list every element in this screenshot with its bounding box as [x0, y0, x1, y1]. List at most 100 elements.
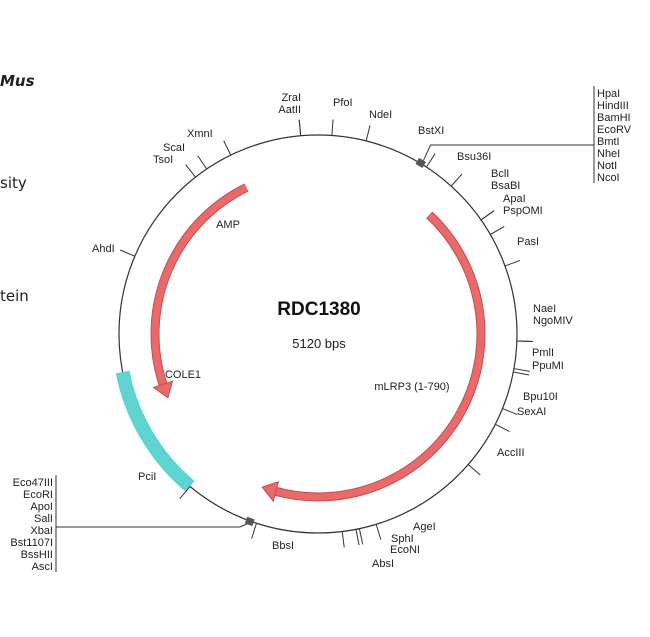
site-label: AbsI: [372, 558, 394, 570]
site-label: AatII: [278, 104, 301, 116]
site-tick: [513, 371, 530, 376]
site-tick: [355, 529, 360, 546]
site-label: AccIII: [497, 447, 525, 459]
site-label: PasI: [517, 236, 539, 248]
site-tick: [502, 408, 518, 416]
site-tick: [365, 125, 371, 142]
feature-label: AMP: [216, 219, 240, 231]
site-sexai[interactable]: SexAI: [495, 406, 546, 433]
site-label: Bsu36I: [457, 151, 491, 163]
site-label: PmlI: [532, 347, 554, 359]
mcs-site-label: NheI: [597, 148, 620, 160]
site-tick: [197, 155, 208, 170]
site-pspomi[interactable]: PspOMI: [490, 205, 543, 235]
mcs-site-label: EcoRI: [23, 489, 53, 501]
site-pasi[interactable]: PasI: [504, 236, 539, 267]
mcs-site-label: BamHI: [597, 112, 631, 124]
site-tick: [467, 464, 481, 476]
site-label: PpuMI: [532, 360, 564, 372]
mcs-site-label: ApoI: [30, 501, 53, 513]
feature-cole1[interactable]: COLE1: [115, 369, 201, 492]
site-label: AhdI: [92, 243, 115, 255]
site-label: EcoNI: [390, 544, 420, 556]
site-label: PciI: [138, 471, 156, 483]
mcs-site-label: SalI: [34, 513, 53, 525]
feature-label: mLRP3 (1-790): [374, 381, 449, 393]
feature-mlrp3[interactable]: mLRP3 (1-790): [261, 211, 486, 503]
site-label: NgoMIV: [533, 315, 573, 327]
site-tick: [450, 173, 463, 187]
site-sphi[interactable]: SphI: [358, 528, 414, 545]
site-ndei[interactable]: NdeI: [365, 109, 392, 142]
site-tsoi[interactable]: TsoI: [153, 154, 196, 178]
site-label: ScaI: [163, 142, 185, 154]
site-label: Bpu10I: [523, 391, 558, 403]
site-aatii[interactable]: AatII: [278, 104, 302, 136]
site-pfoi[interactable]: PfoI: [331, 97, 353, 136]
feature-band: [115, 370, 195, 492]
mcs-site-label: NcoI: [597, 172, 620, 184]
feature-arrow-outline: [274, 211, 486, 502]
site-bsabi[interactable]: BsaBI: [480, 180, 520, 221]
site-label: SphI: [391, 533, 414, 545]
feature-arrow-body: [151, 184, 249, 386]
site-tick: [358, 528, 364, 545]
site-xmni[interactable]: XmnI: [187, 128, 232, 156]
site-pcii[interactable]: PciI: [138, 471, 191, 500]
site-label: BclI: [491, 168, 509, 180]
mcs-site-label: HindIII: [597, 100, 629, 112]
site-bbsi[interactable]: BbsI: [251, 523, 294, 552]
site-label: ApaI: [503, 193, 526, 205]
site-ngomiv[interactable]: NgoMIV: [516, 315, 574, 343]
site-pmli[interactable]: PmlI: [513, 347, 554, 372]
mcs-cluster-left[interactable]: Eco47IIIEcoRIApoISalIXbaIBst1107IBssHIIA…: [10, 475, 255, 573]
side-text-fragment-2: tein: [0, 287, 29, 305]
site-tick: [425, 153, 436, 168]
mcs-site-label: BmtI: [597, 136, 620, 148]
site-agei[interactable]: AgeI: [375, 521, 436, 540]
site-ppumi[interactable]: PpuMI: [513, 360, 564, 376]
site-ahdi[interactable]: AhdI: [92, 243, 136, 257]
site-label: BsaBI: [491, 180, 520, 192]
site-econi[interactable]: EcoNI: [355, 529, 420, 556]
site-tick: [179, 486, 191, 500]
mcs-site-label: XbaI: [30, 525, 53, 537]
site-acciii[interactable]: AccIII: [467, 447, 525, 476]
site-tick: [513, 368, 530, 372]
site-tick: [251, 523, 257, 539]
site-tick: [341, 531, 345, 548]
site-label: PfoI: [333, 97, 353, 109]
mcs-marker-icon: [244, 516, 255, 527]
site-label: PspOMI: [503, 205, 543, 217]
side-text-fragment-1: sity: [0, 174, 27, 192]
site-bsu36i[interactable]: Bsu36I: [450, 151, 491, 187]
site-tick: [516, 340, 533, 343]
site-tick: [490, 226, 505, 235]
mcs-site-label: Eco47III: [13, 477, 53, 489]
site-bstxi[interactable]: BstXI: [418, 125, 444, 168]
mcs-site-label: Bst1107I: [10, 537, 53, 549]
site-label: ZraI: [281, 92, 301, 104]
site-label: BstXI: [418, 125, 444, 137]
site-scai[interactable]: ScaI: [163, 142, 208, 170]
site-tick: [480, 210, 495, 221]
mcs-site-label: HpaI: [597, 88, 620, 100]
plasmid-name: RDC1380: [277, 299, 360, 320]
mcs-marker-icon: [415, 157, 426, 169]
site-label: NaeI: [533, 303, 556, 315]
site-bpu10i[interactable]: Bpu10I: [502, 391, 558, 416]
mcs-site-label: AscI: [32, 561, 53, 573]
mcs-site-label: NotI: [597, 160, 617, 172]
site-label: TsoI: [153, 154, 173, 166]
site-tick: [504, 259, 521, 267]
feature-amp[interactable]: AMP: [150, 183, 249, 399]
mcs-site-label: EcoRV: [597, 124, 632, 136]
site-label: SexAI: [517, 406, 546, 418]
site-label: BbsI: [272, 540, 294, 552]
site-absi[interactable]: AbsI: [341, 531, 394, 570]
mcs-site-label: BssHII: [21, 549, 53, 561]
mcs-leader-line: [56, 523, 248, 528]
site-label: AgeI: [413, 521, 436, 533]
